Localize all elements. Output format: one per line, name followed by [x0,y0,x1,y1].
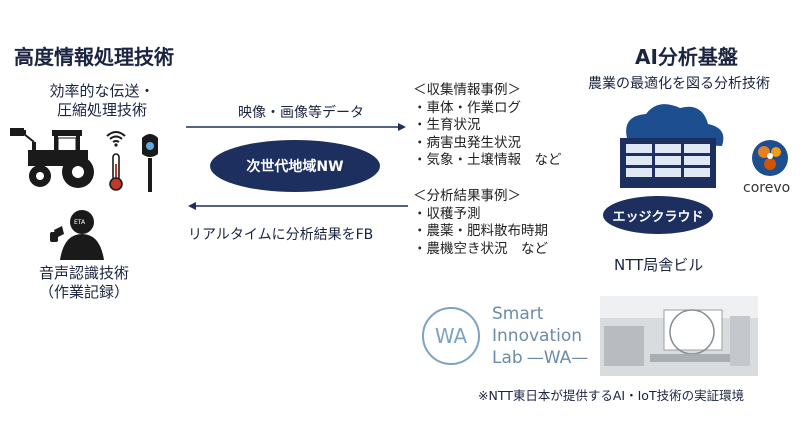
list-item: ・農機空き状況 など [413,240,548,257]
wa-lab-line3-suffix: —WA— [526,348,589,368]
analysis-results-header: ＜分析結果事例＞ [413,188,521,204]
wa-logo-letters: WA [435,324,468,348]
transmission-label: 効率的な伝送・ 圧縮処理技術 [42,82,162,120]
lab-photo [600,296,758,376]
wa-lab-line1: Smart [492,304,544,324]
ai-platform-subtitle: 農業の最適化を図る分析技術 [588,76,770,92]
upload-data-label: 映像・画像等データ [238,105,364,121]
advanced-processing-title: 高度情報処理技術 [14,45,174,69]
corevo-logo-icon [752,140,788,176]
headset-person-icon: ETA [50,210,104,260]
headset-badge-text: ETA [74,219,86,226]
next-gen-network-node: 次世代地域NW [210,140,380,192]
transmission-label-line1: 効率的な伝送・ [49,82,155,100]
voice-recognition-label: 音声認識技術 （作業記録） [24,264,144,302]
edge-cloud-node: エッジクラウド [603,196,713,234]
list-item: ・車体・作業ログ [413,99,521,116]
upload-arrow [186,123,406,131]
edge-cloud-server-icon [620,104,724,188]
transmission-label-line2: 圧縮処理技術 [56,101,147,119]
voice-label-line2: （作業記録） [38,283,129,301]
collected-info-list: ＜収集情報事例＞ ・車体・作業ログ ・生育状況 ・病害虫発生状況 ・気象・土壌情… [413,82,562,170]
list-item: ・農薬・肥料散布時期 [413,223,548,239]
list-item: ・収穫予測 [413,205,481,222]
wa-lab-line3-text: Lab [492,348,523,368]
wa-lab-line2: Innovation [492,326,583,346]
list-item: ・生育状況 [413,117,481,133]
analysis-results-list: ＜分析結果事例＞ ・収穫予測 ・農薬・肥料散布時期 ・農機空き状況 など [413,188,548,258]
wifi-icon [106,131,126,147]
lab-footnote: ※NTT東日本が提供するAI・IoT技術の実証環境 [478,388,745,403]
wa-lab-name: Smart Innovation Lab—WA— [492,303,588,369]
tractor-icon [10,128,94,188]
feedback-arrow [188,202,408,210]
feedback-label: リアルタイムに分析結果をFB [188,227,374,243]
sensor-pole-icon [142,134,158,192]
list-item: ・気象・土壌情報 など [413,152,562,168]
ntt-building-label: NTT局舎ビル [614,256,704,274]
voice-label-line1: 音声認識技術 [38,264,129,282]
ai-platform-title: AI分析基盤 [635,45,738,69]
thermometer-icon [109,153,123,191]
collected-info-header: ＜収集情報事例＞ [413,82,521,98]
corevo-label: corevo [743,180,791,196]
wa-lab-logo-icon: WA [422,307,480,365]
wa-lab-line3: Lab—WA— [492,347,588,369]
list-item: ・病害虫発生状況 [413,134,521,151]
